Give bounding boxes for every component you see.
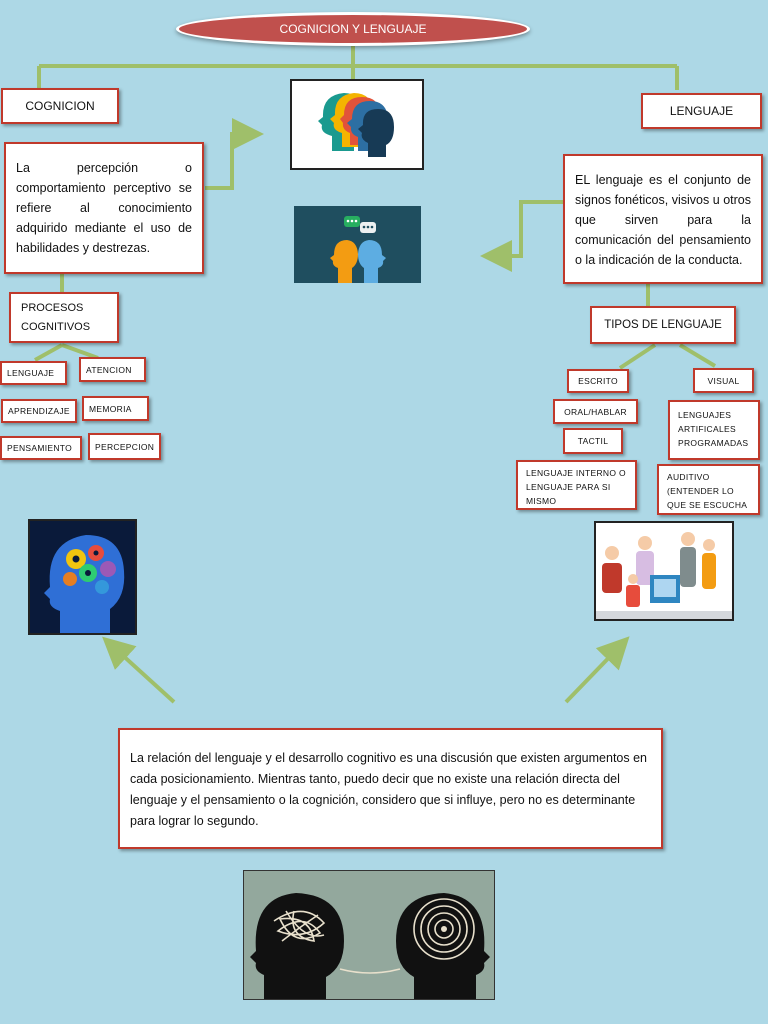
- people-image: [594, 521, 734, 621]
- type-interno-label: LENGUAJE INTERNO O LENGUAJE PARA SI MISM…: [526, 468, 626, 506]
- processes-heading: PROCESOS COGNITIVOS: [9, 292, 119, 343]
- gear-brain-icon: [30, 521, 135, 633]
- conclusion-text: La relación del lenguaje y el desarrollo…: [130, 751, 647, 828]
- lenguaje-heading-label: LENGUAJE: [669, 104, 734, 118]
- lenguaje-heading: LENGUAJE: [641, 93, 762, 129]
- right-def-arrow: [480, 200, 563, 272]
- types-heading: TIPOS DE LENGUAJE: [590, 306, 736, 344]
- process-memoria-label: MEMORIA: [89, 403, 132, 414]
- lenguaje-definition: EL lenguaje es el conjunto de signos fon…: [563, 154, 763, 284]
- type-escrito-label: ESCRITO: [578, 376, 618, 386]
- process-pensamiento: PENSAMIENTO: [0, 436, 82, 460]
- type-visual-label: VISUAL: [707, 375, 740, 386]
- speech-heads-image: [294, 206, 421, 283]
- thought-spirals-image: [243, 870, 495, 1000]
- process-aprendizaje-label: APRENDIZAJE: [8, 406, 70, 416]
- type-tactil-label: TACTIL: [577, 436, 609, 446]
- people-communicating-icon: [596, 532, 732, 619]
- process-percepcion: PERCEPCION: [88, 433, 161, 460]
- process-pensamiento-label: PENSAMIENTO: [7, 443, 73, 453]
- cognicion-heading-label: COGNICION: [25, 99, 95, 113]
- type-oral-label: ORAL/HABLAR: [564, 406, 627, 417]
- conclusion-box: La relación del lenguaje y el desarrollo…: [118, 728, 663, 849]
- thought-spirals-icon: [250, 893, 490, 999]
- process-lenguaje-label: LENGUAJE: [7, 368, 55, 378]
- arrow-to-gear-brain: [102, 636, 176, 704]
- process-memoria: MEMORIA: [82, 396, 149, 421]
- left-def-arrow: [205, 118, 264, 190]
- process-lenguaje: LENGUAJE: [0, 361, 67, 385]
- type-auditivo: AUDITIVO (ENTENDER LO QUE SE ESCUCHA: [657, 464, 760, 515]
- process-aprendizaje: APRENDIZAJE: [1, 399, 77, 423]
- type-artificiales-label: LENGUAJES ARTIFICALES PROGRAMADAS: [678, 410, 749, 448]
- type-oral: ORAL/HABLAR: [553, 399, 638, 424]
- types-heading-label: TIPOS DE LENGUAJE: [604, 319, 722, 331]
- diagram-title: COGNICION Y LENGUAJE: [176, 12, 530, 46]
- type-interno: LENGUAJE INTERNO O LENGUAJE PARA SI MISM…: [516, 460, 637, 510]
- top-connector: [37, 45, 679, 90]
- lenguaje-definition-text: EL lenguaje es el conjunto de signos fon…: [575, 173, 751, 267]
- head-profiles-icon: [318, 93, 394, 157]
- process-atencion-label: ATENCION: [86, 364, 132, 375]
- type-visual: VISUAL: [693, 368, 754, 393]
- head-profiles-image: [290, 79, 424, 170]
- process-atencion: ATENCION: [79, 357, 146, 382]
- type-tactil: TACTIL: [563, 428, 623, 454]
- cognicion-heading: COGNICION: [1, 88, 119, 124]
- cognicion-definition: La percepción o comportamiento perceptiv…: [4, 142, 204, 274]
- process-percepcion-label: PERCEPCION: [95, 441, 155, 452]
- cognicion-definition-text: La percepción o comportamiento perceptiv…: [16, 161, 192, 255]
- processes-heading-line1: PROCESOS: [21, 302, 84, 314]
- type-artificiales: LENGUAJES ARTIFICALES PROGRAMADAS: [668, 400, 760, 460]
- type-auditivo-label: AUDITIVO (ENTENDER LO QUE SE ESCUCHA: [667, 472, 748, 510]
- gear-brain-image: [28, 519, 137, 635]
- processes-heading-line2: COGNITIVOS: [21, 321, 91, 333]
- arrow-to-people: [564, 636, 630, 704]
- speech-heads-icon: [330, 216, 386, 283]
- type-escrito: ESCRITO: [567, 369, 629, 393]
